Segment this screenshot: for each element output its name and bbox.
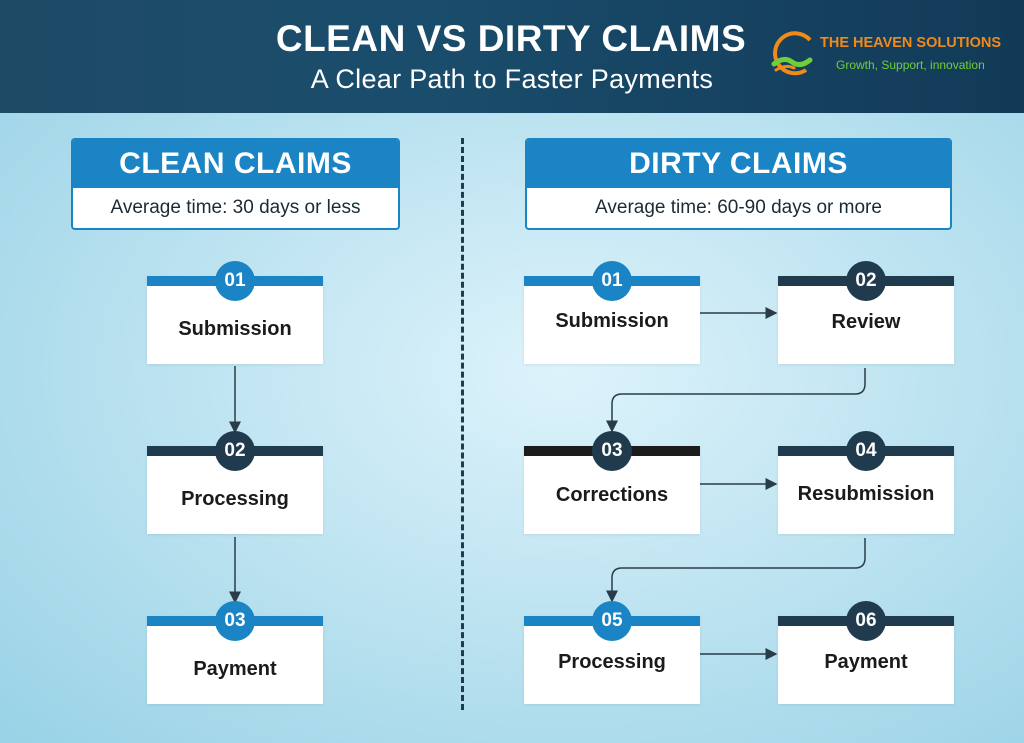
step-label: Payment [824, 651, 908, 673]
step-number-badge: 03 [592, 431, 632, 471]
dirty-arrow-4-5 [606, 538, 866, 603]
step-number-badge: 01 [592, 261, 632, 301]
step-label: Review [831, 311, 901, 333]
dirty-claims-header: DIRTY CLAIMS Average time: 60-90 days or… [525, 138, 952, 230]
step-label: Processing [558, 651, 666, 673]
dirty-step-review: 02 Review [778, 261, 954, 364]
clean-step-payment: 03 Payment [147, 601, 323, 704]
step-label: Payment [193, 658, 277, 680]
step-number-badge: 05 [592, 601, 632, 641]
dirty-step-resubmission: 04 Resubmission [778, 431, 954, 534]
step-label: Processing [181, 488, 289, 510]
handshake-logo-icon [771, 31, 813, 76]
dirty-claims-title: DIRTY CLAIMS [527, 140, 950, 188]
company-logo: THE HEAVEN SOLUTIONS Growth, Support, in… [766, 26, 1016, 86]
step-label: Submission [555, 310, 669, 332]
step-number-badge: 03 [215, 601, 255, 641]
clean-step-submission: 01 Submission [147, 261, 323, 364]
clean-step-processing: 02 Processing [147, 431, 323, 534]
dirty-step-payment: 06 Payment [778, 601, 954, 704]
step-number-badge: 02 [846, 261, 886, 301]
dirty-step-processing: 05 Processing [524, 601, 700, 704]
step-number-badge: 06 [846, 601, 886, 641]
dirty-step-submission: 01 Submission [524, 261, 700, 364]
dirty-claims-average-time: Average time: 60-90 days or more [595, 197, 882, 218]
page-title: CLEAN VS DIRTY CLAIMS [275, 18, 747, 59]
header-banner: CLEAN VS DIRTY CLAIMS A Clear Path to Fa… [0, 0, 1024, 113]
step-number-badge: 04 [846, 431, 886, 471]
step-number-badge: 01 [215, 261, 255, 301]
clean-claims-average-time: Average time: 30 days or less [110, 197, 361, 218]
clean-claims-title: CLEAN CLAIMS [73, 140, 398, 188]
dirty-step-corrections: 03 Corrections [524, 431, 700, 534]
page-subtitle: A Clear Path to Faster Payments [310, 64, 714, 94]
logo-name: THE HEAVEN SOLUTIONS [820, 35, 1001, 51]
step-number-badge: 02 [215, 431, 255, 471]
logo-tagline: Growth, Support, innovation [836, 58, 985, 72]
clean-claims-header: CLEAN CLAIMS Average time: 30 days or le… [71, 138, 400, 230]
step-label: Submission [178, 318, 292, 340]
section-divider [461, 138, 464, 710]
step-label: Resubmission [797, 483, 935, 505]
dirty-arrow-2-3 [606, 368, 866, 433]
step-label: Corrections [555, 484, 669, 506]
